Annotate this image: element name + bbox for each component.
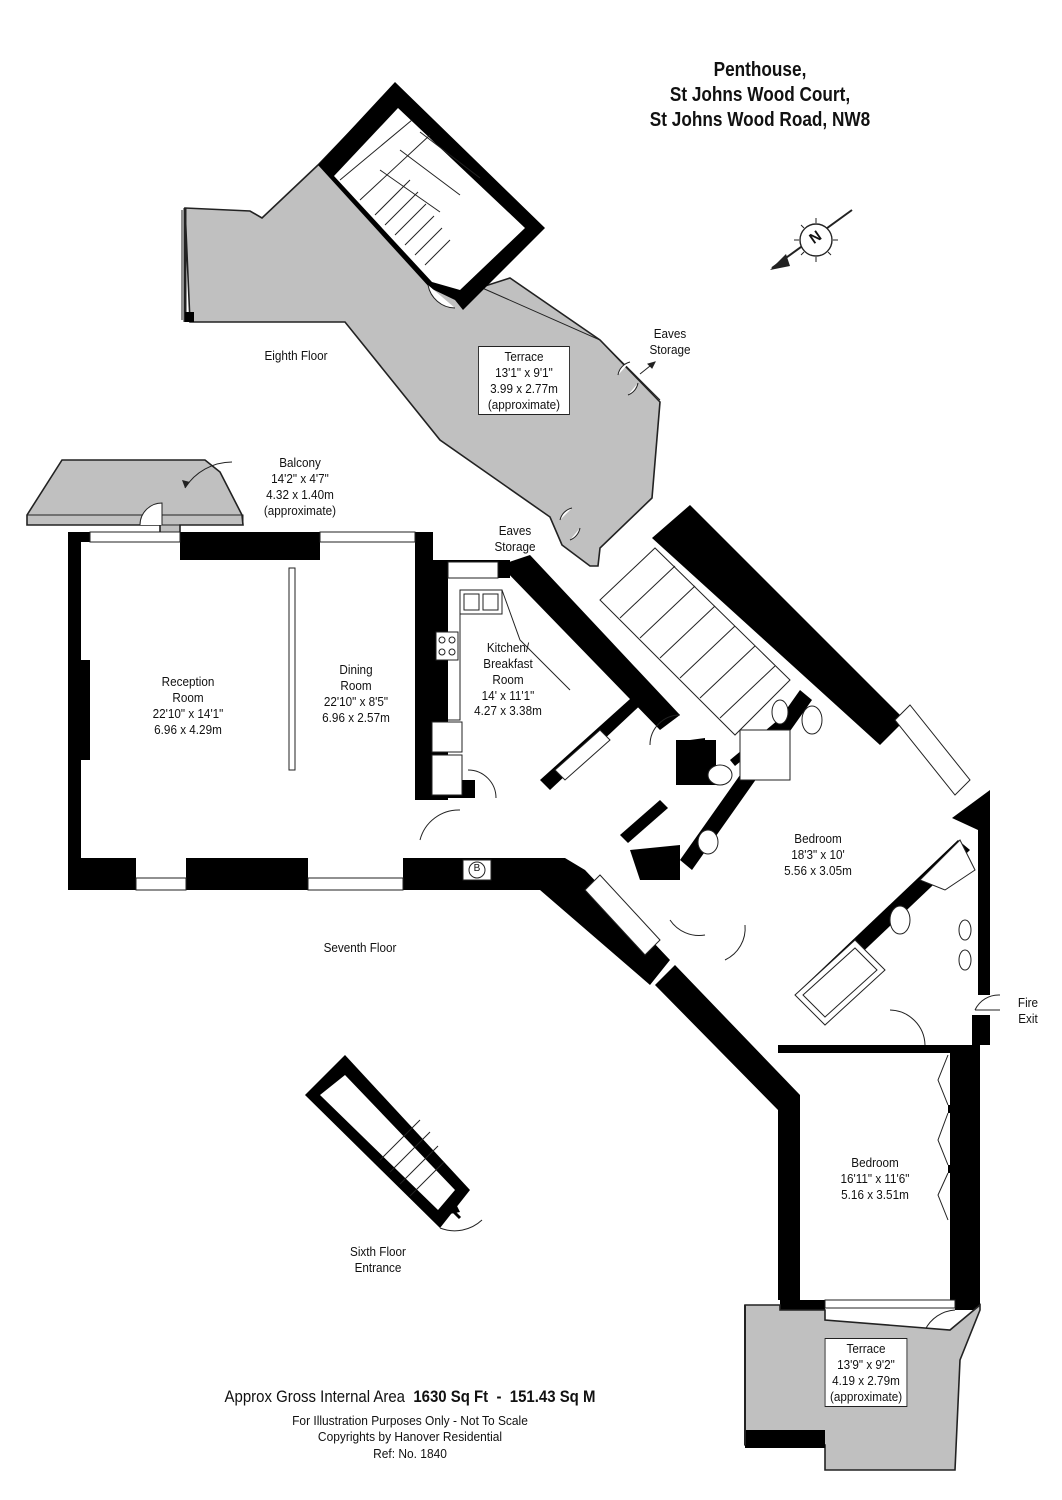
area-sqft: 1630 Sq Ft bbox=[413, 1387, 489, 1406]
eaves-door-top bbox=[617, 361, 656, 396]
bedroom-1-name: Bedroom bbox=[794, 831, 842, 846]
kitchen-imperial: 14' x 11'1" bbox=[481, 687, 535, 703]
boiler-letter: B bbox=[473, 863, 481, 874]
bedroom-2-metric: 5.16 x 3.51m bbox=[841, 1186, 909, 1202]
terrace-top-imperial: 13'1" x 9'1" bbox=[495, 364, 553, 380]
balcony bbox=[26, 459, 244, 541]
terrace-bottom-imperial: 13'9" x 9'2" bbox=[837, 1356, 895, 1372]
eaves-top-line-1: Eaves bbox=[653, 326, 687, 341]
area-sqm: 151.43 Sq M bbox=[509, 1387, 596, 1406]
eaves-storage-top-label: Eaves Storage bbox=[634, 326, 706, 358]
dining-name-1: Dining bbox=[339, 662, 373, 677]
eaves-top-line-2: Storage bbox=[649, 341, 691, 357]
eaves-bottom-line-1: Eaves bbox=[498, 523, 532, 538]
terrace-top-metric: 3.99 x 2.77m bbox=[490, 380, 558, 396]
title-line-3: St Johns Wood Road, NW8 bbox=[649, 109, 871, 131]
terrace-bottom-metric: 4.19 x 2.79m bbox=[832, 1372, 900, 1388]
balcony-name: Balcony bbox=[279, 455, 321, 470]
eighth-floor-stairwell bbox=[318, 82, 545, 310]
seventh-floor-stair bbox=[599, 547, 791, 746]
footer-line-1: For Illustration Purposes Only - Not To … bbox=[292, 1413, 528, 1428]
dining-metric: 6.96 x 2.57m bbox=[322, 709, 390, 725]
reception-metric: 6.96 x 4.29m bbox=[154, 721, 222, 737]
dining-room-label: Dining Room 22'10" x 8'5" 6.96 x 2.57m bbox=[302, 662, 410, 725]
reception-imperial: 22'10" x 14'1" bbox=[152, 705, 224, 721]
fire-exit-line-2: Exit bbox=[1018, 1010, 1038, 1026]
terrace-top-note: (approximate) bbox=[487, 396, 561, 412]
balcony-label: Balcony 14'2" x 4'7" 4.32 x 1.40m (appro… bbox=[251, 455, 350, 518]
fire-exit-line-1: Fire bbox=[1017, 995, 1039, 1010]
gross-area: Approx Gross Internal Area 1630 Sq Ft - … bbox=[199, 1387, 621, 1408]
dining-imperial: 22'10" x 8'5" bbox=[323, 693, 389, 709]
bedroom-2-label: Bedroom 16'11" x 11'6" 5.16 x 3.51m bbox=[821, 1155, 929, 1203]
windows bbox=[89, 531, 971, 1309]
eaves-door-bottom bbox=[559, 507, 581, 541]
boiler bbox=[462, 859, 492, 881]
area-dash: - bbox=[496, 1387, 502, 1406]
balcony-imperial: 14'2" x 4'7" bbox=[271, 470, 329, 486]
eaves-storage-bottom-label: Eaves Storage bbox=[479, 523, 551, 555]
north-arrow-icon bbox=[770, 209, 853, 270]
kitchen-label: Kitchen/ Breakfast Room 14' x 11'1" 4.27… bbox=[463, 640, 553, 719]
title-line-2: St Johns Wood Court, bbox=[669, 84, 851, 106]
bedroom-1-label: Bedroom 18'3" x 10' 5.56 x 3.05m bbox=[764, 831, 872, 879]
kitchen-name-3: Room bbox=[492, 671, 524, 687]
sixth-floor-line-2: Entrance bbox=[354, 1259, 402, 1275]
doors bbox=[419, 809, 1001, 1331]
terrace-top-label: Terrace 13'1" x 9'1" 3.99 x 2.77m (appro… bbox=[478, 346, 570, 416]
eaves-bottom-line-2: Storage bbox=[494, 538, 536, 554]
terrace-bottom-name: Terrace bbox=[846, 1341, 886, 1356]
kitchen-name-2: Breakfast bbox=[483, 655, 533, 671]
kitchen-fittings bbox=[431, 589, 571, 799]
sixth-floor-line-1: Sixth Floor bbox=[350, 1244, 406, 1259]
sixth-floor-label: Sixth Floor Entrance bbox=[324, 1244, 432, 1276]
sixth-floor-stair bbox=[305, 1055, 483, 1232]
balcony-note: (approximate) bbox=[263, 502, 337, 518]
kitchen-name-1: Kitchen/ bbox=[486, 640, 530, 655]
reception-room-label: Reception Room 22'10" x 14'1" 6.96 x 4.2… bbox=[134, 674, 242, 737]
area-prefix: Approx Gross Internal Area bbox=[224, 1387, 405, 1406]
terrace-top-name: Terrace bbox=[504, 349, 544, 364]
bedroom-1-metric: 5.56 x 3.05m bbox=[784, 862, 852, 878]
property-title: Penthouse, St Johns Wood Court, St Johns… bbox=[622, 58, 897, 133]
terrace-bottom-label: Terrace 13'9" x 9'2" 4.19 x 2.79m (appro… bbox=[824, 1338, 908, 1408]
dining-name-2: Room bbox=[340, 677, 372, 693]
bedroom-1-imperial: 18'3" x 10' bbox=[791, 846, 845, 862]
fire-exit-label: Fire Exit bbox=[1010, 995, 1046, 1027]
seventh-floor-label: Seventh Floor bbox=[323, 940, 397, 955]
footer-line-3: Ref: No. 1840 bbox=[373, 1445, 447, 1461]
kitchen-metric: 4.27 x 3.38m bbox=[474, 703, 542, 719]
balcony-metric: 4.32 x 1.40m bbox=[266, 486, 334, 502]
footer-notes: For Illustration Purposes Only - Not To … bbox=[244, 1413, 575, 1462]
bathroom-fittings bbox=[697, 699, 976, 1026]
bedroom-2-imperial: 16'11" x 11'6" bbox=[840, 1170, 910, 1186]
title-line-1: Penthouse, bbox=[713, 59, 807, 81]
wardrobes bbox=[937, 1054, 949, 1221]
bedroom-2-name: Bedroom bbox=[851, 1155, 899, 1170]
footer-line-2: Copyrights by Hanover Residential bbox=[317, 1429, 503, 1445]
sliding-partition bbox=[288, 567, 296, 771]
reception-name-1: Reception bbox=[161, 674, 215, 689]
terrace-bottom-note: (approximate) bbox=[830, 1388, 903, 1404]
reception-name-2: Room bbox=[172, 689, 204, 705]
eighth-floor-label: Eighth Floor bbox=[264, 348, 328, 363]
